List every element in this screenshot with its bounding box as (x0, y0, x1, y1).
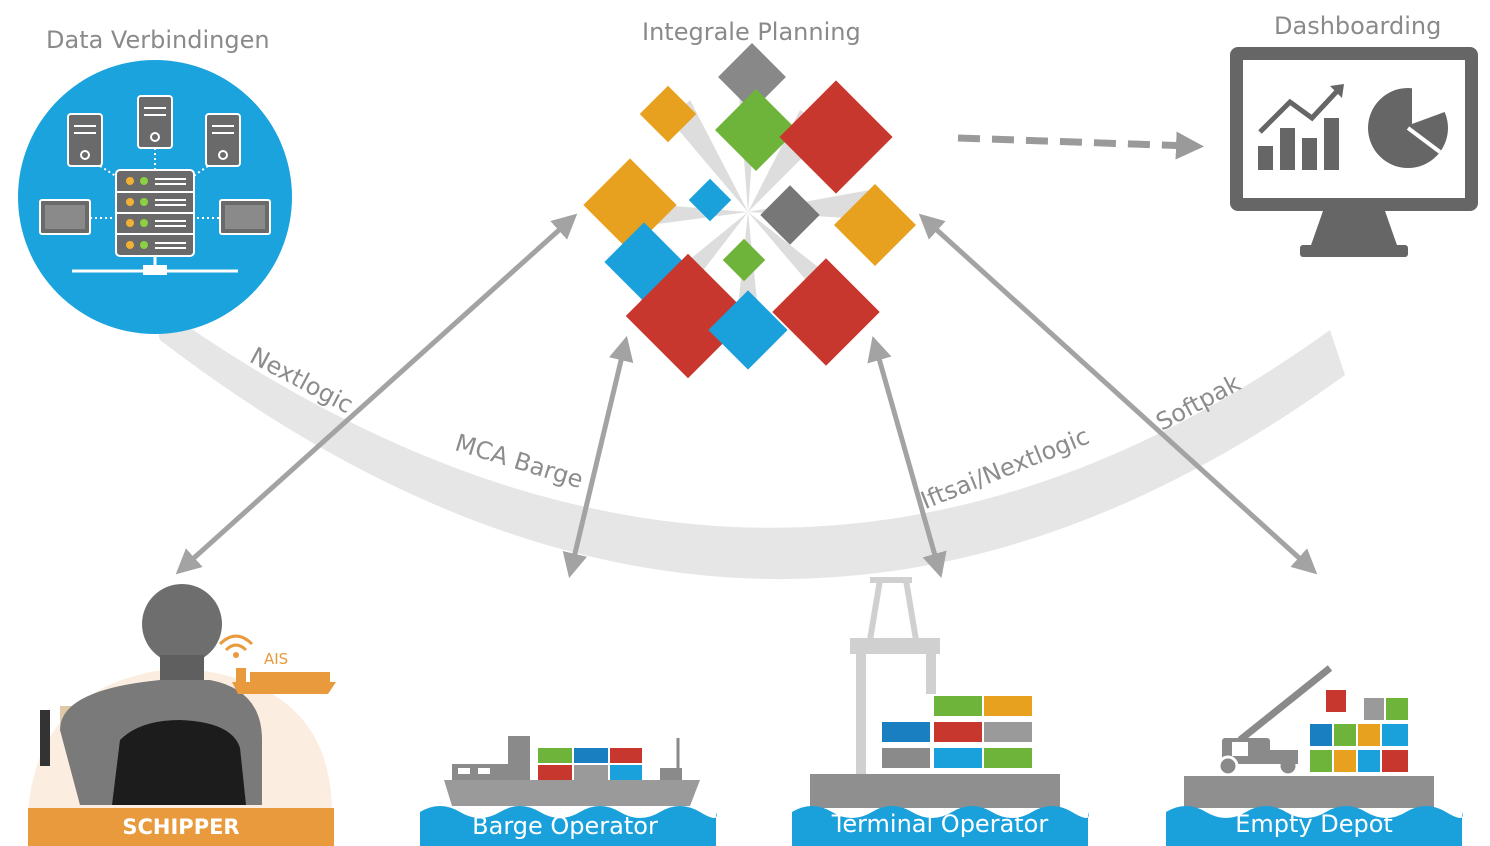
ais-label: AIS (264, 650, 288, 668)
schipper-illustration: AIS (28, 584, 336, 846)
empty-depot-illustration (1166, 665, 1463, 846)
label-schipper: SCHIPPER (122, 815, 240, 839)
barge-operator-illustration (420, 736, 717, 846)
title-dashboarding: Dashboarding (1274, 12, 1442, 40)
title-integral-planning: Integrale Planning (642, 18, 861, 46)
dashboard-arrow (957, 131, 1204, 160)
arrow-barge-operator (562, 335, 634, 579)
label-empty-depot: Empty Depot (1235, 810, 1393, 838)
title-data-connections: Data Verbindingen (46, 26, 270, 54)
terminal-operator-illustration (792, 577, 1089, 846)
connection-arrows (175, 213, 1318, 579)
integral-planning-logo (583, 43, 917, 379)
label-barge-operator: Barge Operator (472, 812, 658, 840)
data-connections-icon (18, 60, 292, 334)
label-terminal-operator: Terminal Operator (831, 810, 1049, 838)
dashboard-monitor-icon (1230, 47, 1478, 257)
arrow-empty-depot (918, 213, 1318, 575)
arrow-schipper (175, 213, 578, 575)
